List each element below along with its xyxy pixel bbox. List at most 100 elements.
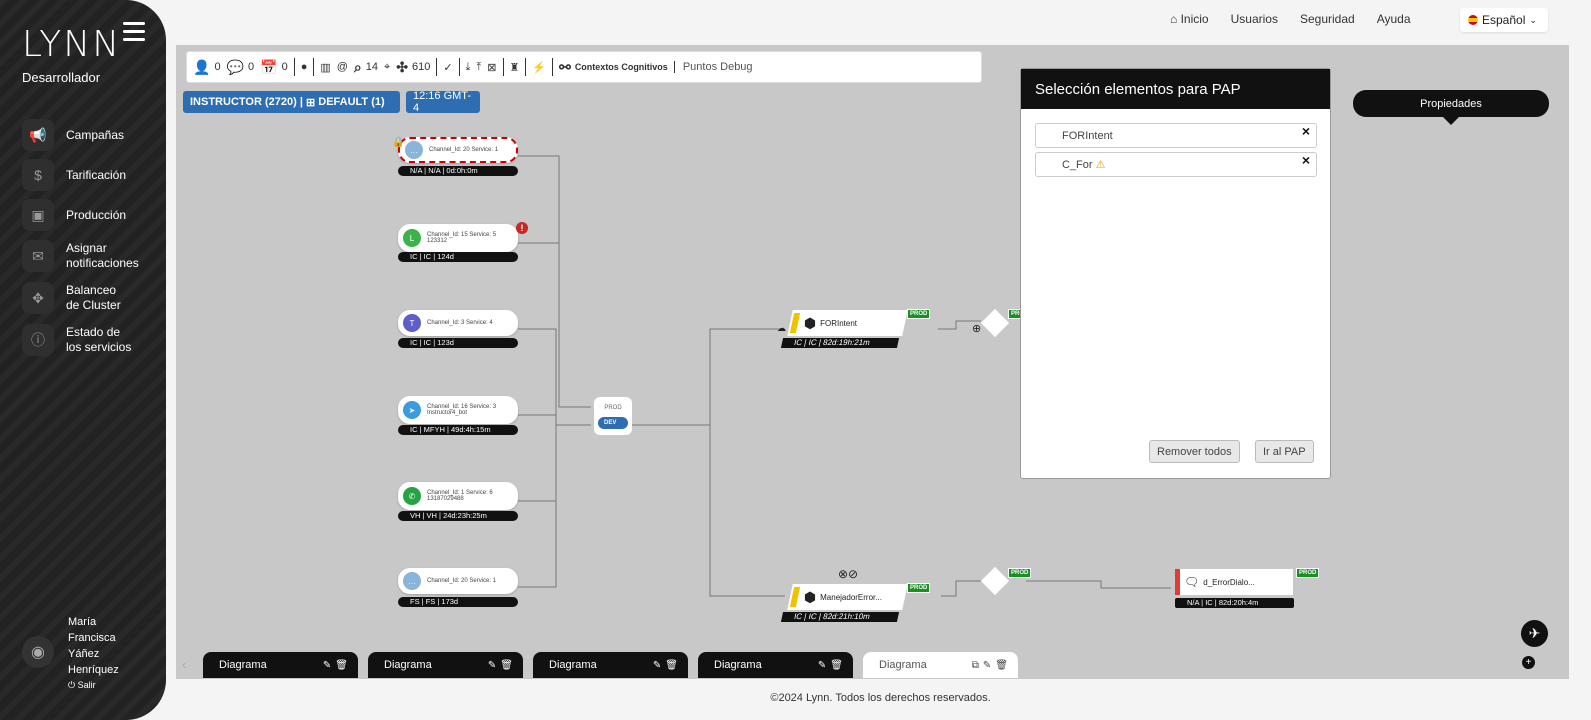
toolbar-calendar[interactable]: 📅0 <box>260 58 288 75</box>
chat-icon: 💬 <box>226 58 244 75</box>
map-pin-icon[interactable]: ⌖ <box>384 60 391 73</box>
at-icon[interactable]: @ <box>336 61 348 73</box>
trash-icon: 🗑 <box>335 659 348 671</box>
sidebar-item-tarificacion[interactable]: $ Tarificación <box>22 159 162 191</box>
close-icon[interactable]: × <box>1301 152 1310 168</box>
user-name: María Francisca Yáñez Henríquez <box>68 616 119 676</box>
diagram-tabs: Diagrama✎🗑 Diagrama✎🗑 Diagrama✎🗑 Diagram… <box>203 652 1018 678</box>
add-tab-icon[interactable]: + <box>1522 656 1535 669</box>
add-cloud-icon[interactable]: ⊕ <box>972 323 982 335</box>
debug-points-button[interactable]: Puntos Debug <box>673 61 753 73</box>
flow-node-forintent[interactable]: ⬢FORIntent <box>787 310 908 336</box>
go-to-pap-button[interactable]: Ir al PAP <box>1255 440 1314 463</box>
calendar-icon: 📅 <box>260 58 278 75</box>
puzzle-icon: ✣ <box>396 58 408 75</box>
nav-users[interactable]: Usuarios <box>1230 12 1278 26</box>
footer-text: ©2024 Lynn. Todos los derechos reservado… <box>770 692 991 704</box>
toolbar-search[interactable]: ⌕14 <box>353 58 379 75</box>
properties-button[interactable]: Propiedades <box>1353 90 1549 125</box>
trash-icon: 🗑 <box>830 659 843 671</box>
download-icon[interactable]: ⤓ <box>465 60 471 73</box>
edit-icon: ✎ <box>817 659 827 671</box>
dollar-icon: $ <box>22 159 54 191</box>
sidebar-item-produccion[interactable]: ▣ Producción <box>22 199 162 231</box>
menu-icon[interactable] <box>123 22 145 46</box>
cluster-icon: ✥ <box>22 282 54 314</box>
instructor-badge: INSTRUCTOR (2720) | ⊞ DEFAULT (1) <box>183 91 400 113</box>
toolbar: 👤0 💬0 📅0 ● ▥ @ ⌕14 ⌖ ✣610 ✓ ⤓ ⤒ ⊠ ♜ ⚡ ⚯C… <box>186 51 982 83</box>
cube-icon: ⬢ <box>804 588 817 605</box>
tab-diagrama-active[interactable]: Diagrama⧉✎🗑 <box>863 652 1018 678</box>
error-alert-icon: ! <box>516 222 528 234</box>
toolbar-contexts[interactable]: ⚯Contextos Cognitivos <box>559 58 668 75</box>
upload-icon[interactable]: ⤒ <box>476 60 482 73</box>
cloud-icon: ☁ <box>777 323 786 333</box>
pap-panel: Selección elementos para PAP FORIntent× … <box>1020 68 1331 479</box>
sidebar-item-label: Tarificación <box>66 168 127 182</box>
search-icon: ⌕ <box>353 58 362 75</box>
pap-item: C_For ⚠× <box>1035 152 1317 177</box>
toolbar-chat[interactable]: 💬0 <box>226 58 255 75</box>
sidebar-item-notificaciones[interactable]: ✉ Asignar notificaciones <box>22 240 162 272</box>
hierarchy-icon: ⧉ <box>971 659 979 671</box>
toolbar-users[interactable]: 👤0 <box>193 58 221 75</box>
plug-icon[interactable]: ⚡ <box>532 61 547 74</box>
user-icon: 👤 <box>193 58 211 75</box>
time-badge: 12:16 GMT-4 <box>406 90 480 114</box>
camera-icon[interactable]: ◉ <box>22 636 54 668</box>
top-nav: ⌂ Inicio Usuarios Seguridad Ayuda <box>1170 12 1411 26</box>
environment-node[interactable]: PROD DEV <box>594 397 632 435</box>
sidebar-item-label: Campañas <box>66 128 125 142</box>
language-select[interactable]: Español ⌄ <box>1460 8 1548 32</box>
channel-status: VH | VH | 24d:23h:25m <box>398 511 518 521</box>
channel-node[interactable]: …Channel_Id: 20 Service: 1 <box>398 568 518 594</box>
sidebar-item-estado[interactable]: ⓘ Estado de los servicios <box>22 324 162 356</box>
close-icon[interactable]: × <box>1301 123 1310 139</box>
prod-tag: PROD <box>907 583 931 593</box>
flow-node-manejador[interactable]: ⬢ManejadorError... <box>787 584 908 610</box>
flow-status: N/A | IC | 82d:20h:4m <box>1175 598 1294 608</box>
remove-all-button[interactable]: Remover todos <box>1149 440 1240 463</box>
cube-icon: ⬢ <box>804 314 817 331</box>
sidebar-item-cluster[interactable]: ✥ Balanceo de Cluster <box>22 282 162 314</box>
info-icon: ⓘ <box>22 324 54 356</box>
sidebar: LYNN Desarrollador 📢 Campañas $ Tarifica… <box>0 0 166 720</box>
sidebar-item-campanas[interactable]: 📢 Campañas <box>22 119 162 151</box>
tab-diagrama[interactable]: Diagrama✎🗑 <box>533 652 688 678</box>
chat-bubble-icon: … <box>403 572 421 590</box>
check-icon[interactable]: ✓ <box>443 61 453 74</box>
edit-icon: ✎ <box>652 659 662 671</box>
nav-help[interactable]: Ayuda <box>1376 12 1411 26</box>
channel-node[interactable]: …Channel_Id: 20 Service: 1 <box>398 137 518 163</box>
tab-diagrama[interactable]: Diagrama✎🗑 <box>698 652 853 678</box>
flow-node-error-dialog[interactable]: 🗨d_ErrorDialo... <box>1175 569 1293 595</box>
edit-icon: ✎ <box>322 659 332 671</box>
tab-diagrama[interactable]: Diagrama✎🗑 <box>203 652 358 678</box>
megaphone-icon: 📢 <box>22 119 54 151</box>
tab-diagrama[interactable]: Diagrama✎🗑 <box>368 652 523 678</box>
scroll-left-icon[interactable]: ‹ <box>182 657 187 672</box>
nav-security[interactable]: Seguridad <box>1299 12 1355 26</box>
broom-icon[interactable]: ♜ <box>509 61 520 74</box>
airplane-icon[interactable]: ✈ <box>1521 620 1548 647</box>
prod-tag: PROD <box>1296 568 1320 578</box>
diagram-canvas[interactable]: 👤0 💬0 📅0 ● ▥ @ ⌕14 ⌖ ✣610 ✓ ⤓ ⤒ ⊠ ♜ ⚡ ⚯C… <box>176 45 1569 679</box>
teams-icon: T <box>403 314 421 332</box>
telegram-icon: ➤ <box>403 401 421 419</box>
logout-link[interactable]: ⏻ Salir <box>68 680 96 690</box>
chevron-down-icon: ⌄ <box>1529 14 1537 25</box>
trash-icon: 🗑 <box>995 659 1008 671</box>
chat-bubble-icon: … <box>405 141 423 159</box>
lock-icon: 🔒 <box>392 137 405 148</box>
excel-icon[interactable]: ⊠ <box>487 61 497 74</box>
disabled-icons: ⊗⊘ <box>838 567 859 581</box>
prod-tag: PROD <box>1008 568 1032 578</box>
speech-icon[interactable]: ● <box>300 61 308 73</box>
chart-icon[interactable]: ▥ <box>320 61 331 74</box>
toolbar-puzzle[interactable]: ✣610 <box>396 58 431 75</box>
nav-home[interactable]: ⌂ Inicio <box>1170 12 1209 26</box>
